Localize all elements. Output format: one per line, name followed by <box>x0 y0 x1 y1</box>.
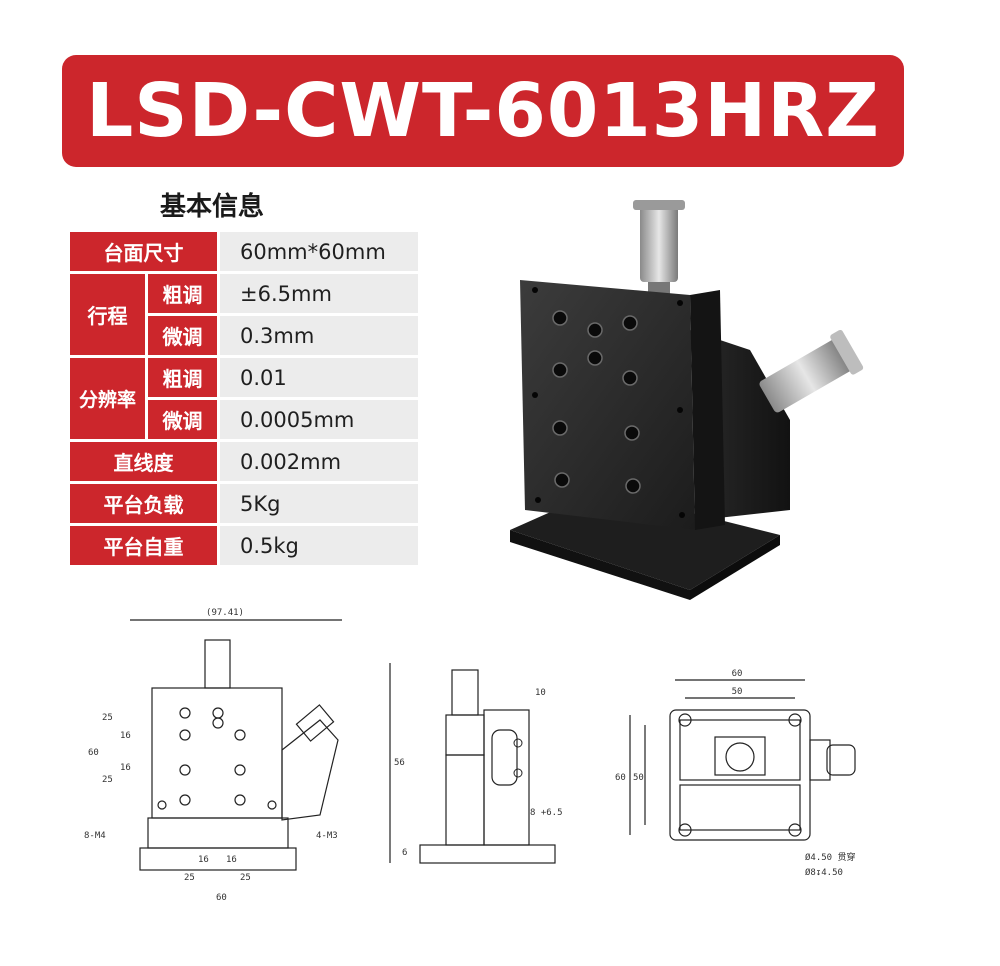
top-view-drawing: 60 50 60 50 Ø4.50 贯穿 Ø8↧4.50 <box>615 669 856 878</box>
dim-16a: 16 <box>120 731 131 741</box>
spec-value-straightness: 0.002mm <box>220 442 418 484</box>
hole-note-through: Ø4.50 贯穿 <box>805 851 856 863</box>
dim-top-width: 60 <box>732 669 743 679</box>
spec-value-load: 5Kg <box>220 484 418 526</box>
dim-side-height: 56 <box>394 758 405 768</box>
dim-top-height: 60 <box>615 773 626 783</box>
spec-label-load: 平台负载 <box>70 484 220 526</box>
dim-bottom-16a: 16 <box>198 855 209 865</box>
dim-25a: 25 <box>102 713 113 723</box>
dim-bottom-width: 60 <box>216 893 227 903</box>
dim-top-inner-h: 50 <box>633 773 644 783</box>
spec-label-size: 台面尺寸 <box>70 232 220 274</box>
dim-16b: 16 <box>120 763 131 773</box>
spec-label-straightness: 直线度 <box>70 442 220 484</box>
spec-value-res-coarse: 0.01 <box>220 358 418 400</box>
side-view-drawing: 56 10 8 +6.5 6 <box>389 663 563 864</box>
spec-label-weight: 平台自重 <box>70 526 220 568</box>
dim-side-base: 6 <box>402 848 407 858</box>
spec-label-travel-fine: 微调 <box>148 316 220 358</box>
spec-value-size: 60mm*60mm <box>220 232 418 274</box>
product-photo <box>510 200 864 600</box>
dim-bottom-25a: 25 <box>184 873 195 883</box>
dim-bottom-25b: 25 <box>240 873 251 883</box>
spec-value-travel-coarse: ±6.5mm <box>220 274 418 316</box>
dim-top-inner: 50 <box>732 687 743 697</box>
spec-label-travel-coarse: 粗调 <box>148 274 220 316</box>
dim-side-right: 8 +6.5 <box>530 808 563 818</box>
spec-label-res-coarse: 粗调 <box>148 358 220 400</box>
spec-value-travel-fine: 0.3mm <box>220 316 418 358</box>
front-view-drawing: (97.41) 60 25 16 16 25 8-M4 4-M3 16 16 2… <box>84 608 342 903</box>
dim-bottom-16b: 16 <box>226 855 237 865</box>
dim-height: 60 <box>88 748 99 758</box>
spec-value-weight: 0.5kg <box>220 526 418 568</box>
dim-overall-width: (97.41) <box>206 608 244 618</box>
dim-side-top: 10 <box>535 688 546 698</box>
spec-value-res-fine: 0.0005mm <box>220 400 418 442</box>
spec-label-travel: 行程 <box>70 274 148 358</box>
hole-note-counterbore: Ø8↧4.50 <box>805 867 843 878</box>
spec-label-res-fine: 微调 <box>148 400 220 442</box>
label-holes-left: 8-M4 <box>84 831 106 841</box>
product-model-title: LSD-CWT-6013HRZ <box>86 68 880 154</box>
spec-table: 台面尺寸 60mm*60mm 行程 粗调 ±6.5mm 微调 0.3mm 分辨率… <box>70 232 418 568</box>
section-title: 基本信息 <box>160 192 265 222</box>
spec-label-resolution: 分辨率 <box>70 358 148 442</box>
label-holes-right: 4-M3 <box>316 831 338 841</box>
dim-25b: 25 <box>102 775 113 785</box>
title-banner: LSD-CWT-6013HRZ <box>62 55 904 167</box>
